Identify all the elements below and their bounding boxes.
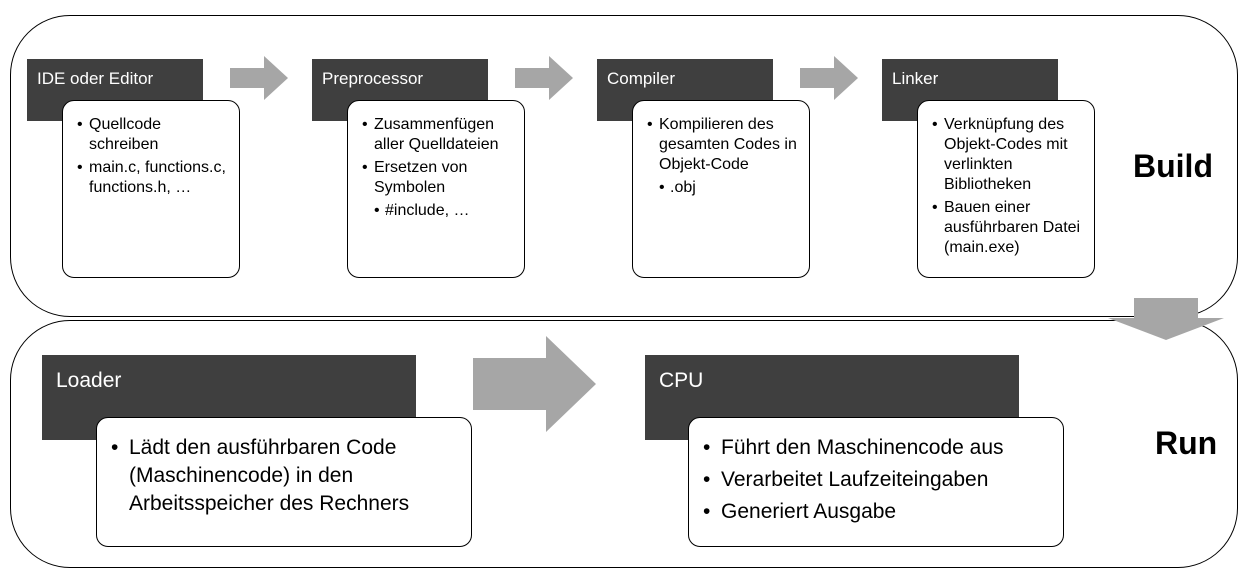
stage-preprocessor-list: Zusammenfügen aller Quelldateien Ersetze… xyxy=(362,115,516,221)
stage-loader-item: Lädt den ausführbaren Code (Maschinencod… xyxy=(111,434,461,518)
stage-preprocessor-subitem: #include, … xyxy=(374,201,516,221)
flow-arrow-preprocessor-to-compiler xyxy=(515,56,573,100)
stage-ide-item: main.c, functions.c, functions.h, … xyxy=(77,158,231,198)
stage-linker-card: Verknüpfung des Objekt-Codes mit verlink… xyxy=(917,100,1095,278)
stage-preprocessor-item: Zusammenfügen aller Quelldateien xyxy=(362,115,516,155)
stage-ide-item: Quellcode schreiben xyxy=(77,115,231,155)
build-phase-label: Build xyxy=(1133,148,1213,184)
stage-linker-title: Linker xyxy=(892,69,939,88)
flow-arrow-ide-to-preprocessor xyxy=(230,56,288,100)
stage-linker-item: Bauen einer ausführbaren Datei (main.exe… xyxy=(932,198,1086,258)
stage-cpu-item: Führt den Maschinencode aus xyxy=(703,434,1053,462)
stage-loader-title: Loader xyxy=(56,369,122,392)
stage-compiler-item: Kompilieren des gesamten Codes in Objekt… xyxy=(647,115,801,175)
stage-cpu-card: Führt den Maschinencode aus Verarbeitet … xyxy=(688,417,1064,547)
stage-compiler-subitem: .obj xyxy=(659,178,801,198)
stage-ide-card: Quellcode schreiben main.c, functions.c,… xyxy=(62,100,240,278)
stage-compiler-title: Compiler xyxy=(607,69,676,88)
stage-compiler-list: Kompilieren des gesamten Codes in Objekt… xyxy=(647,115,801,198)
stage-ide-list: Quellcode schreiben main.c, functions.c,… xyxy=(77,115,231,198)
stage-linker-item: Verknüpfung des Objekt-Codes mit verlink… xyxy=(932,115,1086,195)
stage-loader-list: Lädt den ausführbaren Code (Maschinencod… xyxy=(111,434,461,518)
stage-cpu-title: CPU xyxy=(659,369,704,392)
stage-compiler-card: Kompilieren des gesamten Codes in Objekt… xyxy=(632,100,810,278)
stage-loader-card: Lädt den ausführbaren Code (Maschinencod… xyxy=(96,417,472,547)
stage-preprocessor-item: Ersetzen von Symbolen xyxy=(362,158,516,198)
stage-ide-title: IDE oder Editor xyxy=(37,69,154,88)
stage-cpu-item: Generiert Ausgabe xyxy=(703,498,1053,526)
stage-preprocessor-title: Preprocessor xyxy=(322,69,424,88)
flow-arrow-build-to-run xyxy=(1108,298,1224,340)
run-phase-label: Run xyxy=(1155,425,1218,461)
stage-preprocessor-card: Zusammenfügen aller Quelldateien Ersetze… xyxy=(347,100,525,278)
stage-linker-list: Verknüpfung des Objekt-Codes mit verlink… xyxy=(932,115,1086,258)
stage-cpu-item: Verarbeitet Laufzeiteingaben xyxy=(703,466,1053,494)
stage-cpu-list: Führt den Maschinencode aus Verarbeitet … xyxy=(703,434,1053,526)
flow-arrow-compiler-to-linker xyxy=(800,56,858,100)
flow-arrow-loader-to-cpu xyxy=(473,336,596,432)
